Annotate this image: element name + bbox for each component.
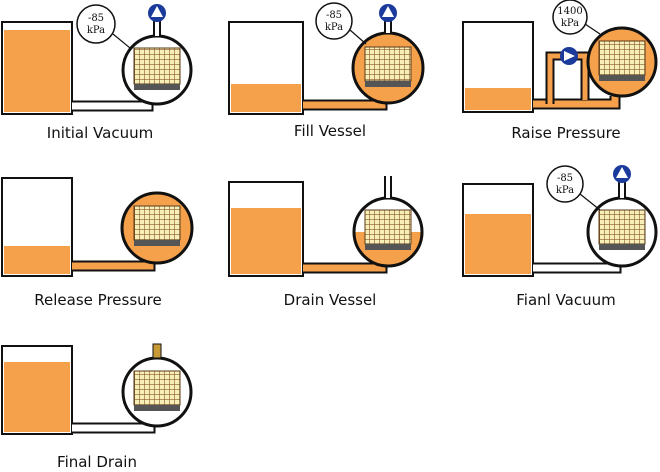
- gauge-value: -85: [88, 13, 104, 24]
- pressure-gauge: 1400 kPa: [552, 0, 601, 35]
- storage-tank: [1, 345, 73, 435]
- vacuum-pump-icon: [379, 4, 397, 22]
- connecting-pipe: [533, 96, 621, 110]
- step-final-drain: Final Drain: [1, 343, 193, 471]
- pressure-gauge: -85 kPa: [315, 2, 367, 45]
- step-caption: Raise Pressure: [511, 124, 620, 142]
- vessel: [120, 191, 194, 265]
- connecting-pipe: [303, 99, 388, 111]
- step-raise-pressure: 1400 kPa Raise Pressure: [462, 0, 658, 142]
- connecting-pipe: [72, 100, 154, 112]
- step-drain-vessel: Drain Vessel: [228, 176, 424, 309]
- vessel: [121, 34, 193, 106]
- step-initial-vacuum: -85 kPa Initial Vacuum: [1, 4, 193, 142]
- step-caption: Fill Vessel: [294, 122, 366, 140]
- step-caption: Final Drain: [57, 453, 137, 471]
- storage-tank: [228, 181, 304, 277]
- gauge-value: 1400: [557, 6, 582, 17]
- vessel: [352, 196, 424, 268]
- valve-icon: [152, 343, 162, 359]
- pressure-pump-icon: [560, 47, 578, 65]
- storage-tank: [1, 21, 73, 115]
- storage-tank: [462, 21, 534, 113]
- storage-tank: [462, 183, 534, 277]
- storage-tank: [228, 21, 304, 115]
- vessel: [586, 26, 658, 98]
- step-caption: Drain Vessel: [284, 291, 377, 309]
- step-caption: Release Pressure: [34, 291, 161, 309]
- step-fill-vessel: -85 kPa Fill Vessel: [228, 2, 425, 140]
- gauge-value: -85: [326, 10, 342, 21]
- vacuum-pump-icon: [148, 4, 166, 22]
- connecting-pipe: [533, 262, 622, 274]
- vessel: [121, 356, 193, 428]
- gauge-value: -85: [557, 173, 573, 184]
- connecting-pipe: [303, 262, 388, 274]
- gauge-unit: kPa: [556, 185, 574, 196]
- step-caption: Initial Vacuum: [47, 124, 153, 142]
- vacuum-pump-icon: [613, 165, 631, 183]
- storage-tank: [1, 177, 73, 277]
- pressure-gauge: -85 kPa: [76, 4, 131, 49]
- step-caption: Fianl Vacuum: [516, 291, 616, 309]
- gauge-unit: kPa: [87, 25, 105, 36]
- step-final-vacuum: -85 kPa Fianl Vacuum: [462, 165, 658, 309]
- vessel: [586, 196, 658, 268]
- connecting-pipe: [72, 260, 156, 272]
- gauge-unit: kPa: [561, 18, 579, 29]
- vessel: [351, 31, 425, 105]
- pressure-gauge: -85 kPa: [546, 165, 601, 211]
- gauge-unit: kPa: [325, 22, 343, 33]
- step-release-pressure: Release Pressure: [1, 177, 194, 309]
